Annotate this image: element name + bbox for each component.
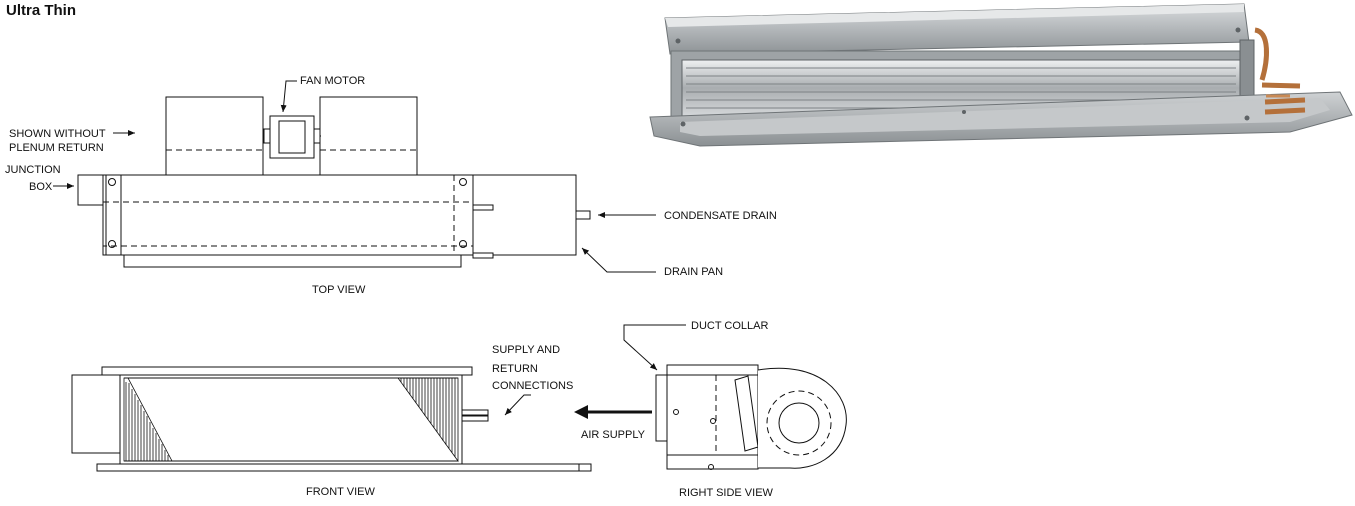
- label-fan-motor: FAN MOTOR: [300, 75, 365, 87]
- page-title: Ultra Thin: [6, 2, 76, 19]
- top-view: FAN MOTOR SHOWN WITHOUT PLENUM RETURN JU…: [5, 75, 777, 296]
- label-front-view: FRONT VIEW: [306, 486, 375, 498]
- unit-body: [102, 174, 577, 256]
- label-duct-collar: DUCT COLLAR: [691, 320, 768, 332]
- front-coil-frame: [119, 374, 463, 465]
- right-side-view: AIR SUPPLY DUCT COLLAR RIGHT SIDE VIEW: [574, 320, 847, 499]
- label-junction-2: BOX: [29, 181, 53, 193]
- label-supply-1: SUPPLY AND: [492, 344, 560, 356]
- label-shown-without-2: PLENUM RETURN: [9, 142, 104, 154]
- label-shown-without-1: SHOWN WITHOUT: [9, 128, 106, 140]
- label-condensate-drain: CONDENSATE DRAIN: [664, 210, 777, 222]
- label-supply-3: CONNECTIONS: [492, 380, 573, 392]
- front-top-flange: [101, 366, 473, 376]
- fan-housing-left: [165, 96, 264, 176]
- label-right-side-view: RIGHT SIDE VIEW: [679, 487, 774, 499]
- label-air-supply: AIR SUPPLY: [581, 429, 646, 441]
- front-view: SUPPLY AND RETURN CONNECTIONS FRONT VIEW: [71, 344, 592, 498]
- label-supply-2: RETURN: [492, 363, 538, 375]
- coil-fins-left: [123, 377, 173, 462]
- side-housing: [666, 364, 759, 470]
- duct-collar: [655, 374, 668, 442]
- fan-housing-right: [319, 96, 418, 176]
- condensate-drain: [575, 210, 591, 220]
- label-drain-pan: DRAIN PAN: [664, 266, 723, 278]
- coil-fins-right: [397, 377, 459, 463]
- junction-box: [77, 174, 104, 206]
- front-junction-box: [71, 374, 121, 454]
- blower-icon: [757, 367, 847, 469]
- copper-pipes-icon: [1254, 27, 1306, 115]
- label-top-view: TOP VIEW: [312, 284, 366, 296]
- fan-coil-unit-photo: [649, 3, 1353, 147]
- label-junction-1: JUNCTION: [5, 164, 61, 176]
- drain-pan: [123, 254, 462, 268]
- fan-motor-icon: [263, 115, 321, 159]
- front-drain-pan: [96, 463, 580, 472]
